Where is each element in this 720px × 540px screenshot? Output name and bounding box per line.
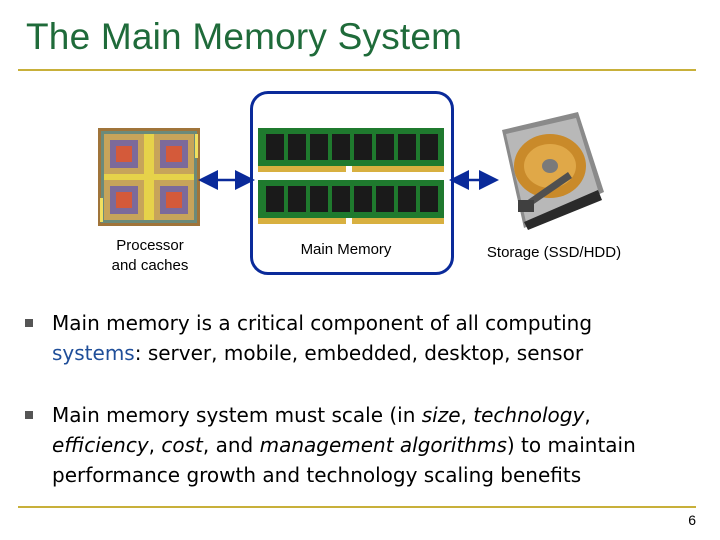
- page-number: 6: [688, 512, 696, 528]
- main-memory-label: Main Memory: [300, 241, 392, 258]
- processor-label: Processor and caches: [111, 237, 189, 274]
- slide-title: The Main Memory System: [26, 16, 463, 57]
- top-divider: [18, 69, 696, 71]
- bullet-marker: [25, 411, 33, 419]
- processor-die-image: [98, 128, 200, 226]
- dram-module-top: [258, 128, 444, 172]
- storage-label: Storage (SSD/HDD): [486, 244, 622, 261]
- highlighted-term: systems: [52, 341, 135, 365]
- bottom-divider: [18, 506, 696, 508]
- dram-module-bottom: [258, 180, 444, 224]
- hard-disk-image: [502, 112, 604, 230]
- bullet-text: Main memory system must scale (in size, …: [52, 403, 636, 487]
- bullet-marker: [25, 319, 33, 327]
- bullet-text: Main memory is a critical component of a…: [52, 311, 593, 365]
